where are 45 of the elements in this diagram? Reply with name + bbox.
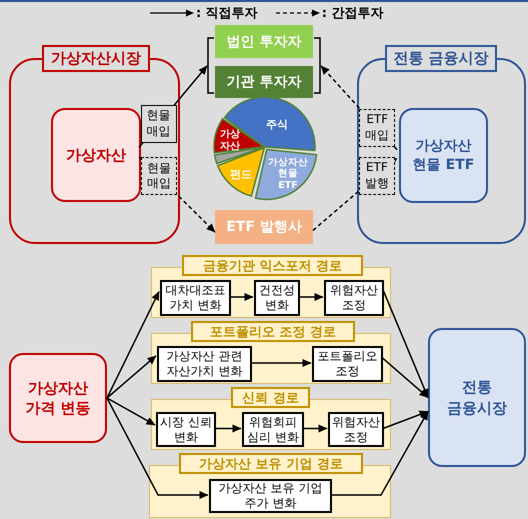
rounded-box: 가상자산 가격 변동 bbox=[9, 353, 107, 443]
investor-box: 법인 투자자 bbox=[215, 25, 313, 58]
process-box: 포트폴리오 조정 bbox=[312, 346, 383, 382]
process-box: 건전성 변화 bbox=[254, 280, 300, 316]
rounded-box: 전통 금융시장 bbox=[428, 328, 526, 467]
slice-label: 펀드 bbox=[229, 168, 253, 182]
arrow bbox=[215, 424, 242, 432]
process-box: 가상자산 보유 기업 주가 변화 bbox=[209, 479, 332, 513]
arrow bbox=[106, 291, 160, 398]
channel-heading: 금융기관 익스포저 경로 bbox=[182, 255, 363, 276]
process-box: 위험자산 조정 bbox=[324, 280, 384, 316]
legend-label: : 간접투자 bbox=[322, 5, 384, 22]
arrow bbox=[251, 359, 312, 367]
arrow bbox=[106, 355, 156, 399]
slice-label: 주식 bbox=[265, 118, 289, 132]
arrow bbox=[382, 290, 429, 398]
arrow bbox=[331, 410, 429, 496]
slice-label: 가상자산 현물 ETF bbox=[268, 157, 308, 192]
slice-label: 가상자산 bbox=[219, 129, 241, 153]
legend-label: : 직접투자 bbox=[196, 5, 258, 22]
channel-heading: 포트폴리오 조정 경로 bbox=[191, 321, 355, 342]
edge-label: ETF 매입 bbox=[359, 108, 396, 147]
investor-box: 기관 투자자 bbox=[215, 66, 313, 98]
channel-heading: 가상자산 보유 기업 경로 bbox=[179, 453, 363, 474]
process-box: 시장 신뢰 변화 bbox=[156, 412, 216, 447]
arrow bbox=[299, 293, 324, 301]
arrow bbox=[382, 410, 428, 430]
arrow bbox=[106, 398, 208, 499]
frame-heading: 가상자산시장 bbox=[42, 45, 150, 72]
frame-heading: 전통 금융시장 bbox=[385, 45, 497, 72]
edge-label: ETF 발행 bbox=[358, 156, 395, 195]
edge-label: 현물 매입 bbox=[140, 157, 177, 196]
process-box: 가상자산 관련 자산가치 변화 bbox=[157, 346, 252, 382]
process-box: 위험자산 조정 bbox=[328, 412, 384, 447]
arrow bbox=[106, 397, 156, 426]
process-box: 위험회피 심리 변화 bbox=[242, 412, 304, 447]
investor-box: ETF 발행사 bbox=[215, 210, 313, 244]
edge-label: 현물 매입 bbox=[140, 104, 177, 143]
arrow bbox=[230, 293, 254, 301]
arrow bbox=[303, 424, 328, 432]
process-box: 대차대조표 가치 변화 bbox=[160, 280, 231, 316]
rounded-box: 가상자산 bbox=[51, 108, 141, 202]
arrow bbox=[382, 357, 428, 398]
rounded-box: 가상자산 현물 ETF bbox=[399, 108, 488, 203]
channel-heading: 신뢰 경로 bbox=[231, 387, 310, 408]
